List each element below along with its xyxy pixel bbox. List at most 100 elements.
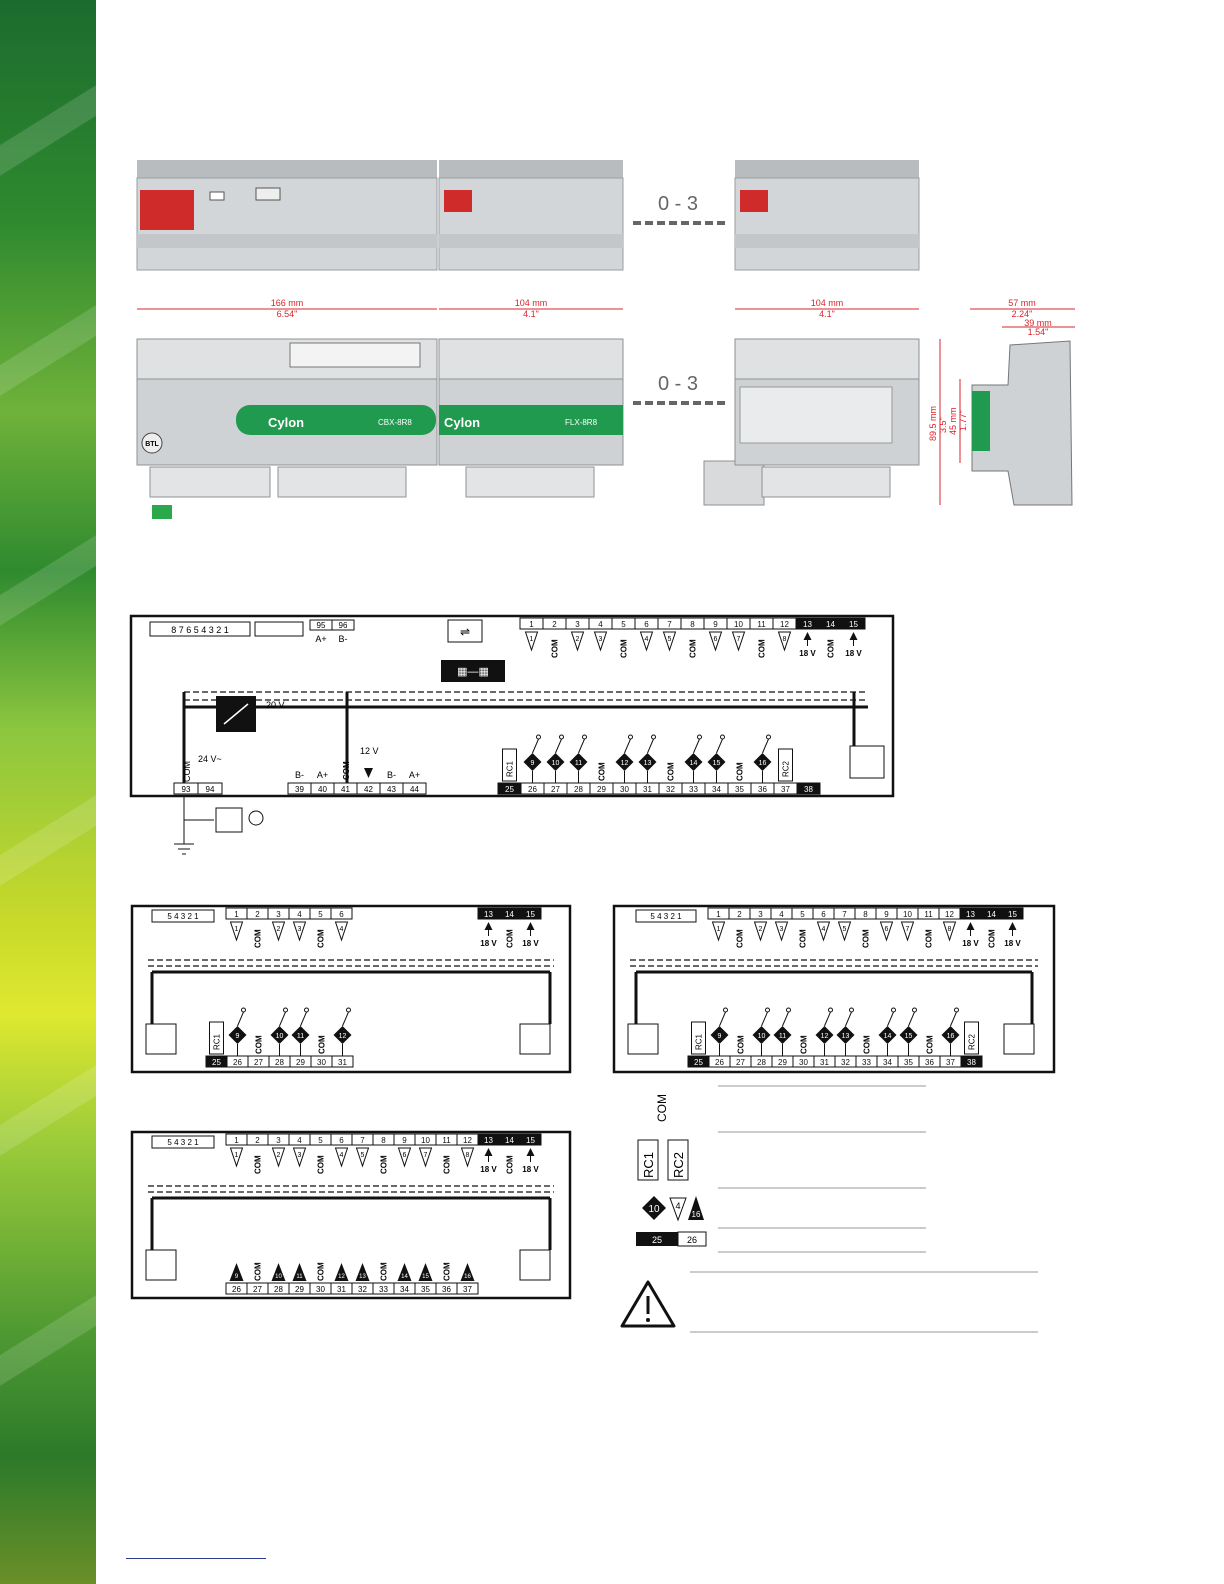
universal-input-symbol (879, 921, 894, 942)
terminal-number: 94 (206, 785, 215, 794)
supply-arrow (484, 922, 493, 930)
legend-rc1: RC1 (641, 1152, 656, 1178)
com-label: COM (342, 761, 351, 780)
universal-input-symbol (229, 1147, 244, 1168)
terminal-number: 11 (757, 620, 766, 629)
dim-height2: 45 mm (948, 407, 958, 435)
legend-in-10: 10 (648, 1204, 660, 1215)
flx-module-front: Cylon FLX-8R8 (438, 338, 624, 498)
supply-arrow (526, 922, 535, 930)
terminal-number: 30 (317, 1058, 326, 1067)
cbx-module-front: Cylon CBX-8R8 BTL (136, 338, 438, 519)
relay-output-symbol (707, 753, 726, 771)
universal-input-symbol (460, 1147, 475, 1168)
relay-output-symbol (291, 1026, 310, 1044)
universal-input-symbol (731, 631, 746, 652)
relay-common-rc1 (502, 748, 517, 782)
relay-number: 15 (905, 1033, 913, 1040)
main-wiring-diagram: 8 7 6 5 4 3 2 1 95 96 A+ B- ⇌ 112COM3243… (129, 614, 895, 855)
terminal-number: 14 (987, 910, 996, 919)
relay-output-symbol (615, 753, 634, 771)
input-number: 2 (759, 926, 763, 933)
expansion-port-left (145, 1023, 177, 1055)
terminal-number: 35 (904, 1058, 913, 1067)
supply-label: 18 V (522, 1165, 539, 1174)
terminal-number: 35 (735, 785, 744, 794)
relay-common-label: RC1 (695, 1033, 704, 1050)
input-number: 15 (422, 1274, 429, 1280)
relay-number: 10 (552, 760, 560, 767)
svg-text:BTL: BTL (145, 441, 159, 448)
terminal-37 (456, 1282, 479, 1295)
terminal-number: 44 (410, 785, 419, 794)
bus-wiring (148, 959, 554, 1024)
input-number: 2 (277, 1152, 281, 1159)
bus-label: A+ (317, 770, 328, 780)
dip-switch-numbers: 5 4 3 2 1 (167, 912, 199, 921)
terminal-number: 2 (255, 910, 260, 919)
terminal-number: 35 (421, 1285, 430, 1294)
terminal-number: 7 (667, 620, 672, 629)
terminal-number: 5 (621, 620, 626, 629)
com-label: COM (689, 639, 698, 658)
relay-output-symbol (523, 753, 542, 771)
input-number: 7 (737, 636, 741, 643)
terminal-38 (960, 1055, 983, 1068)
relay-output-symbol (815, 1026, 834, 1044)
terminal-number: 4 (297, 1136, 302, 1145)
relay-output-symbol (878, 1026, 897, 1044)
com-label: COM (317, 1155, 326, 1174)
terminal-number: 3 (758, 910, 763, 919)
relay-common-label: RC2 (968, 1033, 977, 1050)
com-label: COM (598, 762, 607, 781)
terminal-number: 42 (364, 785, 373, 794)
dim-side-depth-in: 2.24" (1012, 309, 1033, 319)
expansion-count-top: 0 - 3 (658, 193, 698, 215)
bus-wiring (148, 1185, 554, 1250)
terminal-number: 1 (529, 620, 534, 629)
cbx-model-label: CBX-8R8 (378, 418, 412, 427)
terminal-number: 26 (715, 1058, 724, 1067)
terminal-number: 13 (484, 1136, 493, 1145)
modules-top-view: 0 - 3 (136, 160, 920, 271)
terminal-number: 30 (316, 1285, 325, 1294)
terminal-6 (330, 907, 353, 920)
terminal-number: 27 (254, 1058, 263, 1067)
expansion-port-right (519, 1249, 551, 1281)
supply-label: 18 V (1004, 939, 1021, 948)
terminal-number: 13 (484, 910, 493, 919)
input-number: 4 (340, 1152, 344, 1159)
input-number: 1 (235, 926, 239, 933)
terminal-number: 29 (778, 1058, 787, 1067)
input-number: 3 (780, 926, 784, 933)
com-label: COM (736, 929, 745, 948)
terminal-number: 36 (442, 1285, 451, 1294)
supply-arrow (484, 1148, 493, 1156)
relay-number: 12 (621, 760, 629, 767)
legend-relay-input-icon (642, 1196, 666, 1220)
legend-com: COM (655, 1094, 669, 1122)
universal-input-symbol (900, 921, 915, 942)
legend-term-a: 25 (652, 1235, 662, 1245)
terminal-number: 11 (924, 910, 933, 919)
relay-output-symbol (836, 1026, 855, 1044)
digital-input-symbol (271, 1263, 286, 1281)
relay-number: 14 (690, 760, 698, 767)
supply-arrow (966, 922, 975, 930)
relay-output-symbol (638, 753, 657, 771)
legend-rc2: RC2 (671, 1152, 686, 1178)
terminal-15 (841, 617, 866, 630)
terminal-number: 37 (946, 1058, 955, 1067)
terminal-number: 15 (526, 1136, 535, 1145)
input-number: 6 (714, 636, 718, 643)
input-number: 14 (401, 1274, 408, 1280)
terminal-number: 11 (442, 1136, 451, 1145)
bus-label: B- (295, 770, 304, 780)
terminal-number: 4 (779, 910, 784, 919)
input-number: 4 (822, 926, 826, 933)
input-number: 9 (235, 1274, 239, 1280)
com-label: COM (925, 929, 934, 948)
supply-label: 18 V (480, 1165, 497, 1174)
universal-input-symbol (334, 1147, 349, 1168)
